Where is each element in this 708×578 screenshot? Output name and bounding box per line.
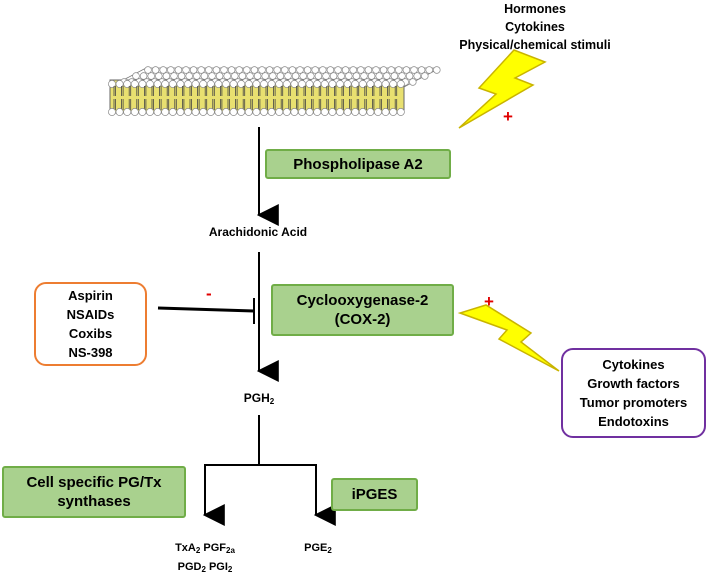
product-txa2: TxA2 [175,542,201,555]
inhibitors-box: Aspirin NSAIDs Coxibs NS-398 [34,282,147,366]
inducer-tumor-promoters: Tumor promoters [579,395,688,410]
inducers-box: Cytokines Growth factors Tumor promoters… [561,348,706,438]
stimuli-list-top: Hormones Cytokines Physical/chemical sti… [450,0,620,54]
inducer-endotoxins: Endotoxins [598,414,669,429]
product-pgf2a: PGF2a [203,542,235,555]
products-left-line2: PGD2 PGI2 [145,559,265,578]
inhibition-line [157,306,255,313]
cox2-box: Cyclooxygenase-2 (COX-2) [271,284,454,336]
stimulus-physical-chemical: Physical/chemical stimuli [459,38,611,52]
products-left: TxA2 PGF2a PGD2 PGI2 [145,540,265,578]
products-left-line1: TxA2 PGF2a [145,540,265,559]
cox2-abbrev: (COX-2) [334,311,391,328]
phospholipase-a2-label: Phospholipase A2 [293,155,423,173]
lightning-bolt-icon [457,304,560,372]
synthases-label-line1: Cell specific PG/Tx [26,474,162,491]
ipges-box: iPGES [331,478,418,511]
pgh2-label: PGH2 [243,391,275,406]
product-pgi2: PGI2 [208,561,233,574]
inhibitor-aspirin: Aspirin [68,288,113,303]
inducer-growth-factors: Growth factors [587,376,680,391]
inducer-cytokines: Cytokines [602,357,665,372]
lightning-bolt-icon [458,49,547,129]
ipges-label: iPGES [351,486,398,503]
arachidonic-acid-label: Arachidonic Acid [208,225,308,239]
inhibitor-coxibs: Coxibs [68,326,113,341]
minus-sign: - [206,284,212,303]
phospholipase-a2-box: Phospholipase A2 [265,149,451,179]
product-pge2: PGE2 [304,542,332,555]
phospholipid-bilayer-icon [108,66,441,116]
synthases-box: Cell specific PG/Tx synthases [2,466,186,518]
product-pgd2: PGD2 [177,561,206,574]
stimulus-hormones: Hormones [504,2,566,16]
plus-sign-right: + [484,292,494,311]
cox2-label: Cyclooxygenase-2 [296,292,429,309]
inhibitor-ns398: NS-398 [68,345,113,360]
synthases-label-line2: synthases [57,493,131,510]
stimulus-cytokines: Cytokines [505,20,565,34]
inhibitor-nsaids: NSAIDs [66,307,115,322]
plus-sign-top: + [503,107,513,126]
